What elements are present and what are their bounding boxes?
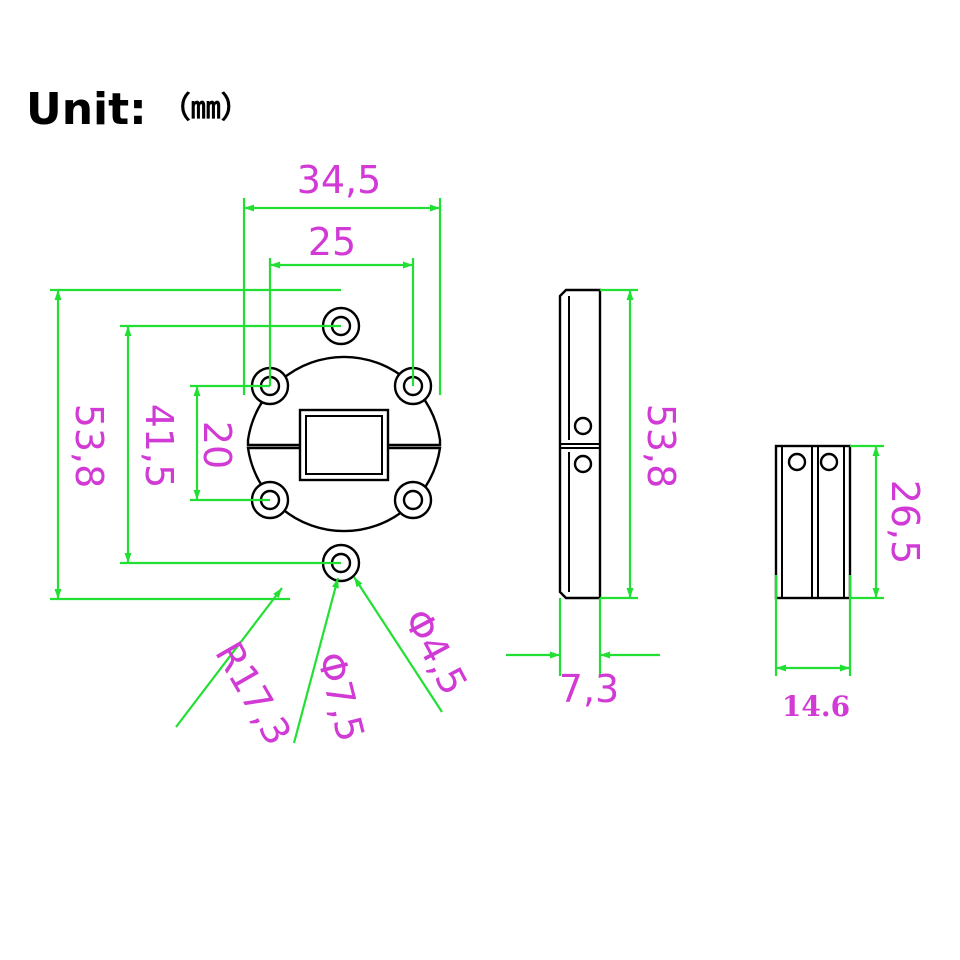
dim-hole-spacing-y-outer: 41,5 <box>137 404 181 489</box>
unit-title: Unit:（㎜） <box>26 88 251 132</box>
dim-diameter-outer: Φ7,5 <box>308 648 373 746</box>
hinge-knuckle <box>298 408 390 482</box>
dim-hole-spacing-x: 25 <box>308 220 356 264</box>
dim-width-outer: 34,5 <box>297 158 382 202</box>
side-dimensions: 53,8 7,3 <box>506 288 683 711</box>
dim-side-thickness: 7,3 <box>559 667 619 711</box>
unit-suffix: （㎜） <box>160 91 251 126</box>
closed-view <box>774 444 852 600</box>
closed-dimensions: 26,5 14.6 <box>774 444 927 723</box>
dim-closed-height: 26,5 <box>883 480 927 565</box>
dim-hole-spacing-y-inner: 20 <box>195 421 239 469</box>
dim-diameter-inner: Φ4,5 <box>395 602 476 702</box>
screw-hole-lower-right <box>393 480 433 520</box>
dim-closed-width: 14.6 <box>782 690 850 723</box>
front-view <box>246 306 442 583</box>
dim-side-height: 53,8 <box>639 404 683 489</box>
dim-height-total: 53,8 <box>67 404 111 489</box>
side-view <box>558 288 602 600</box>
dim-radius: R17,3 <box>206 634 300 752</box>
hinge-knuckle-inner <box>305 415 383 475</box>
unit-label: Unit: <box>26 84 147 135</box>
